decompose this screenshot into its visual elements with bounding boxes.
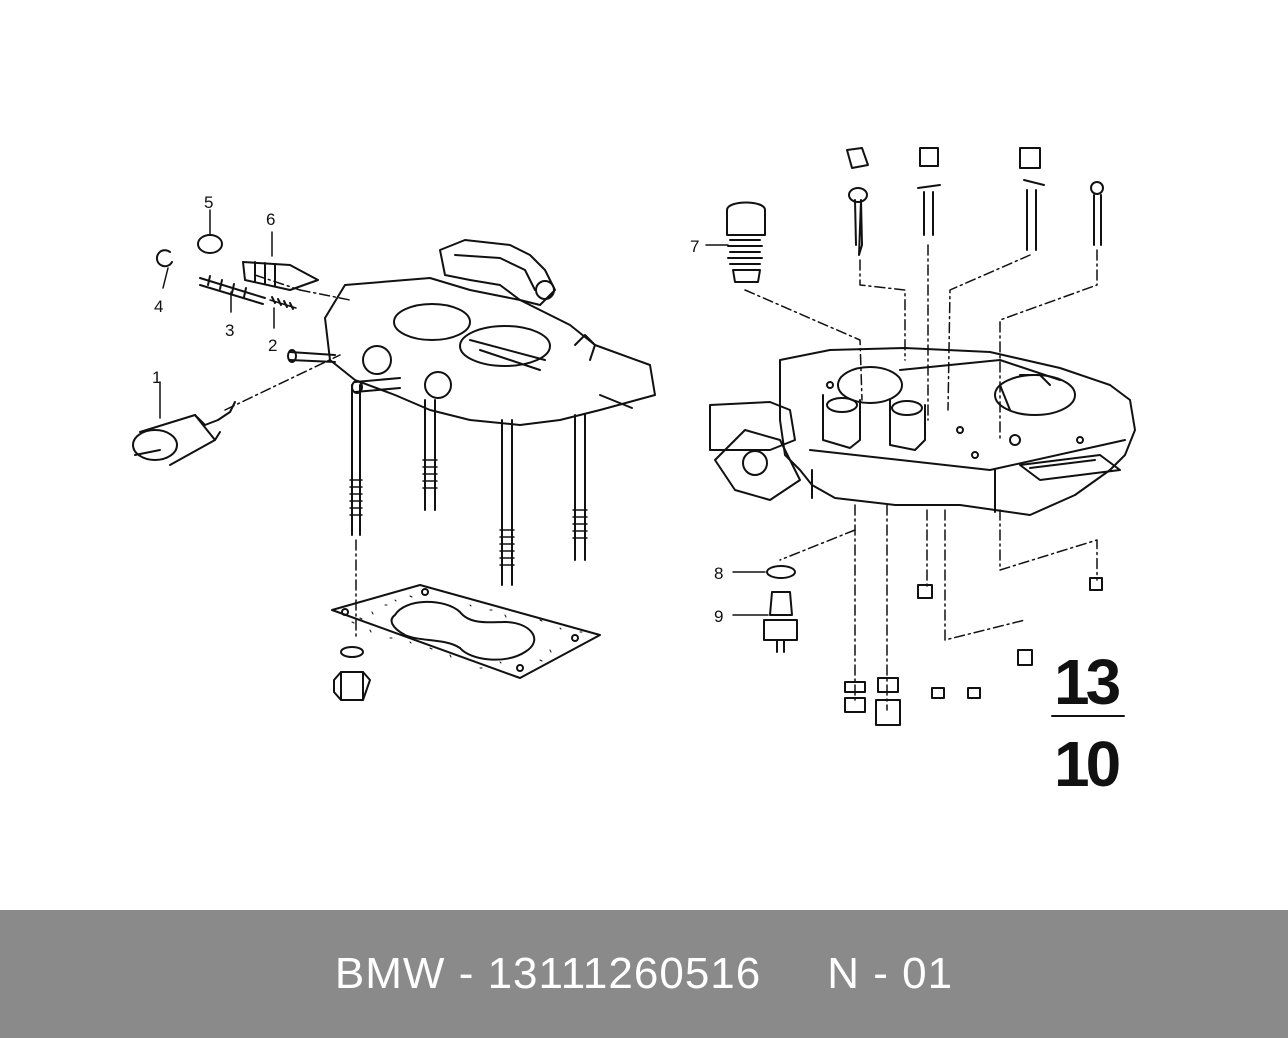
- right-carburetor-body: [709, 347, 1136, 516]
- left-leader-lines: [224, 274, 357, 641]
- callout-1: 1: [152, 368, 161, 387]
- gasket: [331, 584, 601, 679]
- callout-6: 6: [266, 210, 275, 229]
- footer-separator: -: [458, 949, 475, 998]
- callout-9: 9: [714, 607, 723, 626]
- left-callout-leaders: [159, 209, 275, 419]
- group-number: 13: [1054, 646, 1120, 718]
- callout-4: 4: [154, 297, 163, 316]
- right-callout-leaders: [705, 244, 769, 616]
- callout-8: 8: [714, 564, 723, 583]
- washer-nut: [333, 646, 371, 701]
- small-parts: [155, 234, 319, 310]
- footer-part-number: 13111260516: [487, 949, 762, 998]
- left-studs: [349, 384, 588, 586]
- footer-bar: BMW - 13111260516 N - 01: [0, 910, 1288, 1038]
- right-jets: [726, 147, 1104, 283]
- callout-5: 5: [204, 193, 213, 212]
- part-1-solenoid: [132, 401, 236, 466]
- footer-note: N - 01: [827, 949, 954, 998]
- callout-2: 2: [268, 336, 277, 355]
- parts-diagram: 1 2 3 4 5 6 7 8 9 13 10: [132, 147, 1136, 800]
- right-leader-lines: [744, 244, 1098, 711]
- left-carburetor-body: [287, 239, 656, 426]
- footer-brand: BMW: [334, 949, 446, 998]
- callout-3: 3: [225, 321, 234, 340]
- right-fasteners: [763, 565, 1103, 726]
- page-number: 10: [1054, 728, 1119, 800]
- callout-7: 7: [690, 237, 699, 256]
